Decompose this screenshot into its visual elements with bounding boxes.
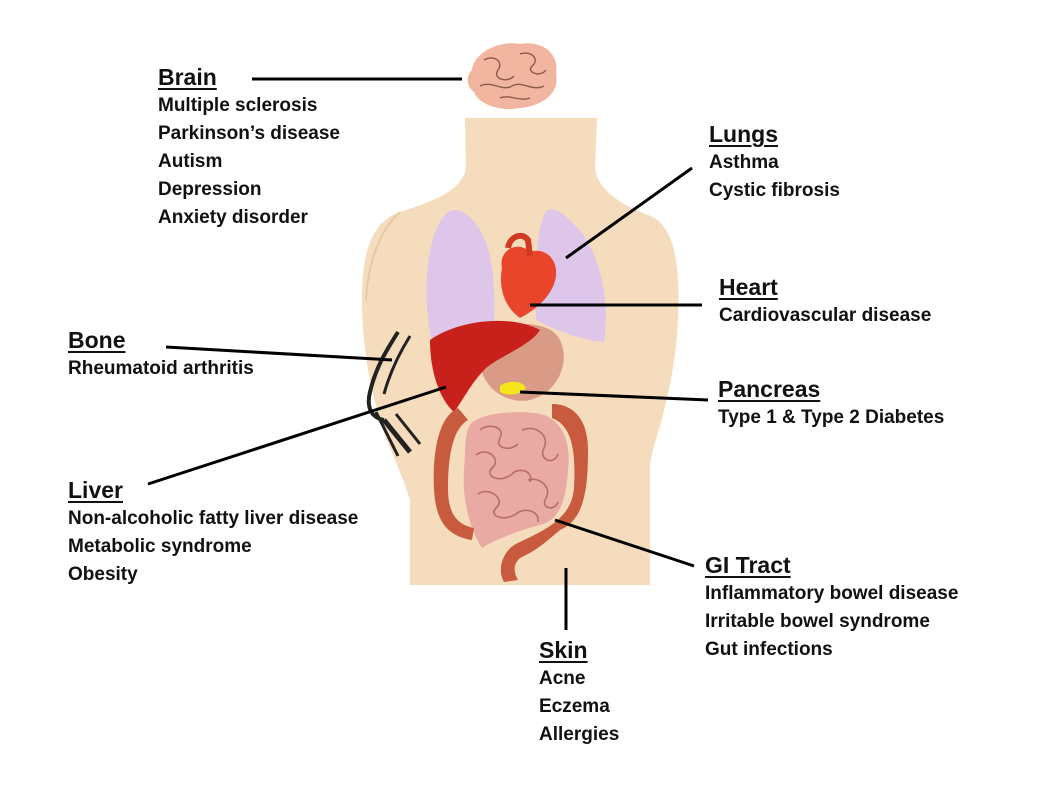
- colon-organ: [433, 404, 588, 582]
- brain-condition: Parkinson’s disease: [158, 123, 341, 144]
- liver-leader-line: [147, 385, 447, 486]
- gi-tract-condition: Irritable bowel syndrome: [705, 611, 930, 632]
- lungs-organ: [426, 209, 606, 342]
- skin-condition: Eczema: [539, 696, 610, 717]
- lungs-condition: Cystic fibrosis: [709, 180, 840, 201]
- liver-condition: Metabolic syndrome: [68, 536, 252, 557]
- brain-body: [467, 43, 557, 110]
- gi-tract-condition: Gut infections: [705, 639, 833, 660]
- left-lung: [426, 210, 495, 342]
- brain-condition: Multiple sclerosis: [158, 95, 318, 116]
- skin-condition: Acne: [539, 668, 586, 689]
- small-intestine-organ: [463, 412, 569, 548]
- heart-condition: Cardiovascular disease: [719, 305, 932, 326]
- lungs-leader-line: [565, 166, 693, 260]
- bone-condition: Rheumatoid arthritis: [68, 358, 254, 379]
- bone-title: Bone: [68, 327, 126, 353]
- elbow-bone: [366, 330, 422, 457]
- humerus-inner: [382, 335, 412, 395]
- leader-lines: [147, 77, 709, 630]
- left-shoulder-shadow: [365, 211, 401, 301]
- lungs-title: Lungs: [709, 121, 778, 147]
- coil-3: [521, 427, 559, 462]
- fold-3: [479, 83, 545, 89]
- fold-1: [483, 57, 515, 81]
- brain-title: Brain: [158, 64, 217, 90]
- heart-organ: [500, 232, 557, 318]
- bone-leader-line: [165, 345, 393, 362]
- forearm-bone-3: [394, 413, 422, 445]
- right-lung: [535, 209, 606, 342]
- humerus: [366, 330, 400, 422]
- liver-organ: [430, 320, 540, 412]
- gi-tract-condition: Inflammatory bowel disease: [705, 583, 959, 604]
- coil-1: [479, 425, 519, 450]
- fold-2: [519, 52, 547, 75]
- forearm-bone-1: [382, 418, 412, 454]
- intestine-coils: [475, 425, 559, 523]
- fold-4: [499, 96, 531, 100]
- pancreas-condition: Type 1 & Type 2 Diabetes: [718, 407, 945, 428]
- skin-condition: Allergies: [539, 724, 620, 745]
- coil-5: [527, 478, 559, 509]
- lungs-condition: Asthma: [709, 152, 779, 173]
- heart-body: [500, 246, 557, 318]
- heart-title: Heart: [719, 274, 778, 300]
- brain-folds: [479, 52, 547, 100]
- liver-condition: Non-alcoholic fatty liver disease: [68, 508, 359, 529]
- gi-tract-title: GI Tract: [705, 552, 791, 578]
- coil-2: [475, 451, 532, 483]
- liver-title: Liver: [68, 477, 123, 503]
- coil-4: [477, 490, 539, 523]
- pancreas-leader-line: [519, 390, 709, 402]
- liver-condition: Obesity: [68, 564, 138, 585]
- forearm-bone-2: [374, 411, 400, 457]
- brain-condition: Autism: [158, 151, 223, 172]
- pancreas-organ: [500, 381, 526, 395]
- pancreas-title: Pancreas: [718, 376, 821, 402]
- brain-condition: Anxiety disorder: [158, 207, 308, 228]
- gi-tract-leader-line: [554, 518, 695, 568]
- brain-organ: [467, 43, 557, 110]
- brain-condition: Depression: [158, 179, 262, 200]
- aorta: [505, 232, 533, 257]
- skin-title: Skin: [539, 637, 588, 663]
